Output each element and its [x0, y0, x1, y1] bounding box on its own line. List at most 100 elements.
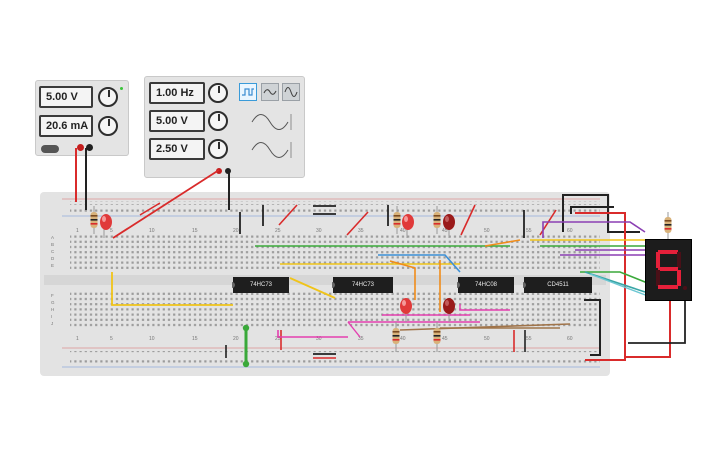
- current-knob[interactable]: [98, 116, 118, 136]
- row-label: C: [51, 249, 55, 254]
- offset-wave-icon: [251, 142, 292, 158]
- led-dark-red[interactable]: [443, 214, 455, 238]
- wire-magenta[interactable]: [277, 330, 348, 338]
- sine-wave-icon: [284, 86, 298, 98]
- wire-red[interactable]: [460, 204, 476, 236]
- resistor[interactable]: [433, 322, 441, 352]
- resistor[interactable]: [433, 206, 441, 234]
- col-label: 50: [484, 228, 490, 234]
- wire-blue[interactable]: [378, 254, 461, 273]
- col-label: 20: [233, 228, 239, 234]
- voltage-readout: 5.00 V: [39, 86, 93, 108]
- function-generator: 1.00 Hz 5.00 V 2.50 V: [144, 76, 305, 178]
- resistor[interactable]: [90, 206, 98, 234]
- wire-black[interactable]: [628, 290, 686, 344]
- col-label: 10: [149, 228, 155, 234]
- wire-orange[interactable]: [484, 239, 521, 247]
- wire-purple[interactable]: [542, 221, 646, 238]
- row-label: H: [51, 307, 54, 312]
- wire-magenta[interactable]: [459, 304, 510, 311]
- power-supply: 5.00 V 20.6 mA: [35, 80, 129, 156]
- square-wave-button[interactable]: [239, 83, 257, 101]
- led-dark-red[interactable]: [443, 298, 455, 322]
- column-numbers-bottom: 1 5 10 15 20 25 30 35 40 45 50 55 60: [76, 336, 573, 342]
- col-label: 25: [275, 228, 281, 234]
- col-label: 45: [442, 228, 448, 234]
- ic-74hc08[interactable]: 74HC08: [457, 277, 514, 293]
- ic-cd4511[interactable]: CD4511: [523, 277, 592, 293]
- wire-red[interactable]: [278, 204, 298, 226]
- wire-yellow[interactable]: [111, 272, 233, 306]
- col-label: 30: [316, 336, 322, 342]
- col-label: 40: [400, 228, 406, 234]
- col-label: 1: [76, 336, 79, 342]
- wire-black[interactable]: [584, 299, 601, 356]
- wire-black[interactable]: [562, 194, 640, 233]
- row-label: D: [51, 256, 55, 261]
- col-label: 60: [567, 336, 573, 342]
- row-label: I: [51, 314, 52, 319]
- wire-yellow[interactable]: [289, 277, 336, 299]
- col-label: 1: [76, 228, 79, 234]
- row-label: J: [51, 321, 53, 326]
- wire-orange[interactable]: [389, 260, 416, 300]
- power-toggle[interactable]: [41, 145, 59, 153]
- col-label: 60: [567, 228, 573, 234]
- amplitude-wave-icon: [251, 114, 292, 130]
- row-label: A: [51, 235, 54, 240]
- current-readout: 20.6 mA: [39, 115, 93, 137]
- col-label: 55: [526, 336, 532, 342]
- col-label: 30: [316, 228, 322, 234]
- col-label: 55: [526, 228, 532, 234]
- wire-red[interactable]: [346, 211, 369, 236]
- col-label: 5: [110, 228, 113, 234]
- amplitude-readout: 5.00 V: [149, 110, 205, 132]
- frequency-readout: 1.00 Hz: [149, 82, 205, 104]
- row-label: B: [51, 242, 54, 247]
- jumper-end: [242, 360, 250, 368]
- digit-glyph: [656, 250, 687, 290]
- column-numbers-top: 1 5 10 15 20 25 30 35 40 45 50 55 60: [76, 228, 573, 234]
- led-red[interactable]: [100, 214, 112, 238]
- wire-red[interactable]: [112, 169, 220, 239]
- triangle-wave-button[interactable]: [261, 83, 279, 101]
- voltage-knob[interactable]: [98, 87, 118, 107]
- sine-wave-button[interactable]: [282, 83, 300, 101]
- col-label: 15: [192, 336, 198, 342]
- wire-brown[interactable]: [399, 323, 571, 331]
- amplitude-knob[interactable]: [208, 111, 228, 131]
- col-label: 5: [110, 336, 113, 342]
- col-label: 50: [484, 336, 490, 342]
- offset-readout: 2.50 V: [149, 138, 205, 160]
- square-wave-icon: [242, 88, 254, 96]
- resistor[interactable]: [393, 206, 401, 234]
- frequency-knob[interactable]: [208, 83, 228, 103]
- output-on-indicator: [120, 87, 123, 90]
- wire-teal[interactable]: [589, 273, 649, 297]
- led-red[interactable]: [400, 298, 412, 322]
- row-label: G: [51, 300, 55, 305]
- led-red[interactable]: [402, 214, 414, 238]
- positive-terminal[interactable]: [77, 144, 84, 151]
- seven-segment-display[interactable]: 5: [645, 239, 692, 301]
- col-label: 15: [192, 228, 198, 234]
- wire-red[interactable]: [575, 212, 626, 361]
- resistor[interactable]: [392, 322, 400, 352]
- wire-red[interactable]: [139, 202, 161, 216]
- col-label: 40: [400, 336, 406, 342]
- col-label: 35: [358, 336, 364, 342]
- row-label: E: [51, 263, 54, 268]
- wire-magenta[interactable]: [347, 321, 361, 338]
- resistor[interactable]: [664, 212, 672, 240]
- col-label: 35: [358, 228, 364, 234]
- offset-knob[interactable]: [208, 139, 228, 159]
- col-label: 45: [442, 336, 448, 342]
- wire-green[interactable]: [580, 271, 651, 285]
- wire-black[interactable]: [570, 206, 614, 214]
- ic-74hc73-first[interactable]: 74HC73: [232, 277, 289, 293]
- wire-red[interactable]: [625, 300, 671, 358]
- ic-74hc73-second[interactable]: 74HC73: [332, 277, 393, 293]
- negative-terminal[interactable]: [86, 144, 93, 151]
- row-label: F: [51, 293, 54, 298]
